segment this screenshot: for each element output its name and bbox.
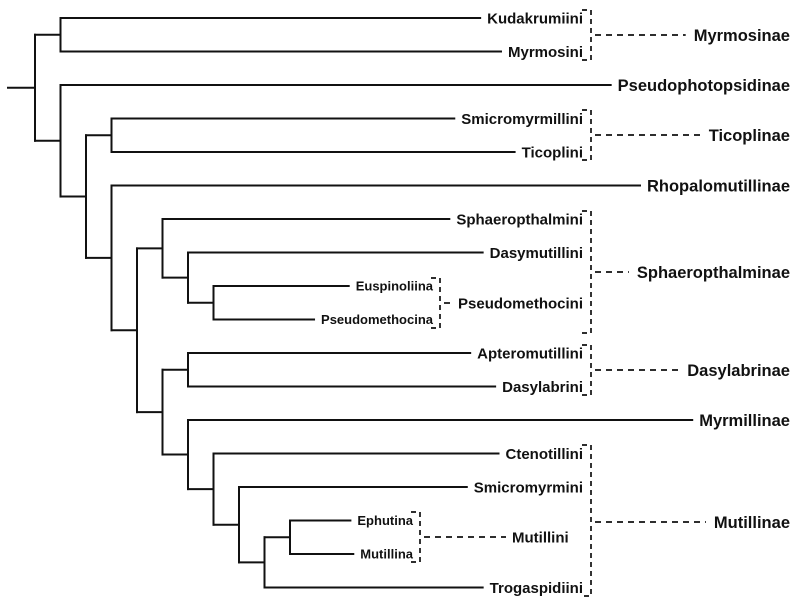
group-label-pseudomethocini: Pseudomethocini — [458, 295, 583, 312]
group-bracket-pseudomethocini — [431, 277, 441, 329]
tip-label-ticoplini: Ticoplini — [522, 144, 583, 161]
group-label-myrmosinae: Myrmosinae — [694, 27, 790, 45]
tip-label-mutillina: Mutillina — [360, 547, 413, 562]
group-bracket-sphaeropthalminae — [582, 210, 592, 334]
tip-label-myrmosini: Myrmosini — [508, 44, 583, 61]
tip-label-dasymutillini: Dasymutillini — [490, 245, 583, 262]
tip-label-smicromyrmini: Smicromyrmini — [474, 479, 583, 496]
tip-label-rhopalomutillinae: Rhopalomutillinae — [647, 177, 790, 195]
tip-label-myrmillinae: Myrmillinae — [699, 412, 790, 430]
tip-label-sphaeropthalmini: Sphaeropthalmini — [456, 211, 583, 228]
tip-label-smicromyrmillini: Smicromyrmillini — [461, 111, 583, 128]
tip-label-apteromutillini: Apteromutillini — [477, 345, 583, 362]
tip-label-trogaspidiini: Trogaspidiini — [490, 580, 583, 597]
tip-label-pseudomethocina: Pseudomethocina — [321, 312, 434, 327]
group-label-mutillini: Mutillini — [512, 529, 569, 546]
tip-label-ephutina: Ephutina — [357, 513, 413, 528]
group-label-dasylabrinae: Dasylabrinae — [687, 362, 790, 380]
group-bracket-mutillini — [411, 511, 421, 563]
group-bracket-ticoplinae — [582, 109, 592, 161]
group-label-ticoplinae: Ticoplinae — [709, 127, 790, 145]
tip-label-kudakrumiini: Kudakrumiini — [487, 10, 583, 27]
tip-label-dasylabrini: Dasylabrini — [502, 379, 583, 396]
group-bracket-mutillinae — [582, 444, 592, 597]
group-label-mutillinae: Mutillinae — [714, 514, 790, 532]
tip-label-ctenotillini: Ctenotillini — [506, 446, 584, 463]
group-bracket-dasylabrinae — [582, 344, 592, 396]
group-label-sphaeropthalminae: Sphaeropthalminae — [637, 264, 790, 282]
group-bracket-myrmosinae — [582, 9, 592, 61]
tip-label-pseudophotopsidinae: Pseudophotopsidinae — [618, 77, 790, 95]
tip-label-euspinoliina: Euspinoliina — [356, 279, 434, 294]
